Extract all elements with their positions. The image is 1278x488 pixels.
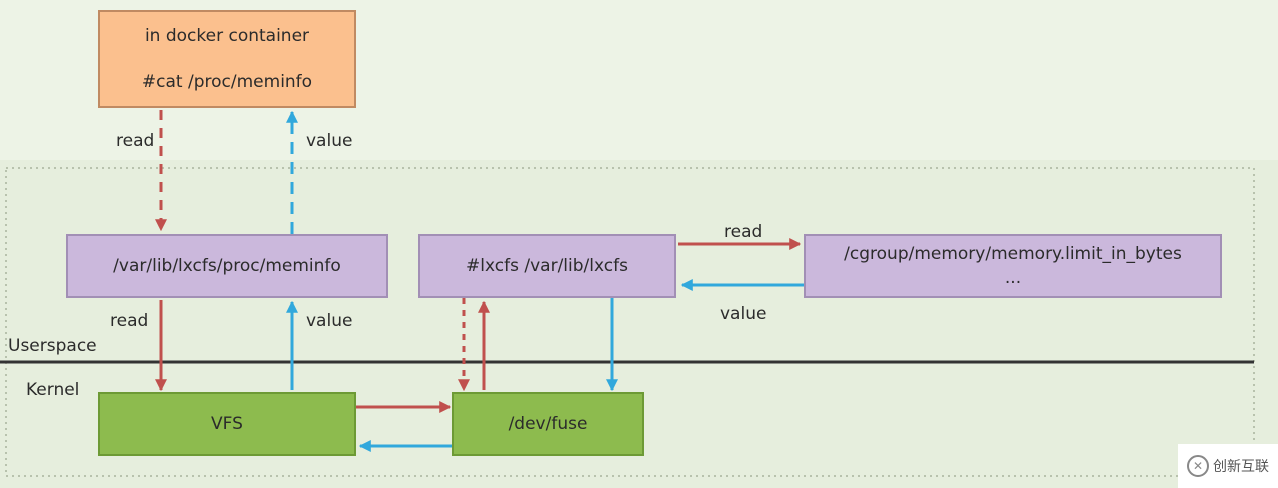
value-label-top: value bbox=[306, 131, 353, 151]
container-command: #cat /proc/meminfo bbox=[141, 72, 313, 92]
userspace-region bbox=[5, 167, 1255, 477]
read-label-cgroup: read bbox=[724, 222, 763, 242]
userspace-label: Userspace bbox=[8, 336, 97, 356]
watermark-text: 创新互联 bbox=[1213, 459, 1269, 475]
value-label-cgroup: value bbox=[720, 304, 767, 324]
docker-container-box: in docker container #cat /proc/meminfo bbox=[98, 10, 356, 108]
lxcfs-process-label: #lxcfs /var/lib/lxcfs bbox=[466, 256, 628, 276]
value-label-mid: value bbox=[306, 311, 353, 331]
read-label-mid: read bbox=[110, 311, 149, 331]
cgroup-path: /cgroup/memory/memory.limit_in_bytes bbox=[844, 244, 1182, 264]
lxcfs-process-box: #lxcfs /var/lib/lxcfs bbox=[418, 234, 676, 298]
cgroup-ellipsis: ... bbox=[1004, 268, 1022, 288]
cgroup-box: /cgroup/memory/memory.limit_in_bytes ... bbox=[804, 234, 1222, 298]
lxcfs-meminfo-label: /var/lib/lxcfs/proc/meminfo bbox=[113, 256, 341, 276]
dev-fuse-label: /dev/fuse bbox=[508, 414, 588, 434]
vfs-box: VFS bbox=[98, 392, 356, 456]
read-label-top: read bbox=[116, 131, 155, 151]
lxcfs-meminfo-box: /var/lib/lxcfs/proc/meminfo bbox=[66, 234, 388, 298]
vfs-label: VFS bbox=[211, 414, 243, 434]
container-title: in docker container bbox=[144, 26, 310, 46]
dev-fuse-box: /dev/fuse bbox=[452, 392, 644, 456]
watermark: ✕ 创新互联 bbox=[1178, 444, 1278, 488]
kernel-label: Kernel bbox=[26, 380, 80, 400]
chuangxin-logo-icon: ✕ bbox=[1187, 455, 1209, 477]
